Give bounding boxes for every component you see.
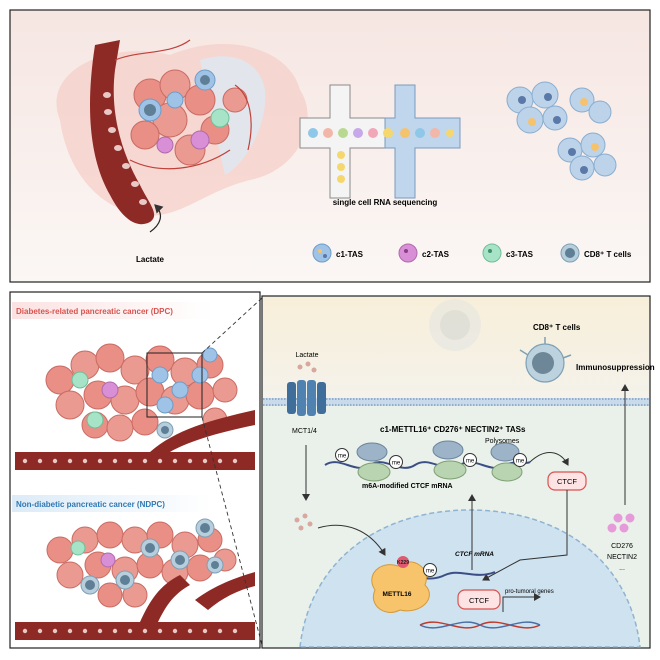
legend-item-c3-tas: c3-TAS bbox=[482, 243, 534, 263]
svg-text:me: me bbox=[466, 459, 475, 465]
mrna-label: m6A-modified CTCF mRNA bbox=[362, 483, 453, 490]
nectin2-label: NECTIN2 bbox=[607, 554, 637, 561]
dpc-label: Diabetes-related pancreatic cancer (DPC) bbox=[16, 307, 173, 316]
cd8-t-cell bbox=[519, 337, 572, 383]
m6a-mark-nuclear: me bbox=[423, 563, 437, 577]
legend-item-c2-tas: c2-TAS bbox=[398, 243, 450, 263]
dpc-label-bg bbox=[12, 302, 212, 319]
lactate-arrow bbox=[149, 204, 164, 233]
blood-vessel bbox=[90, 40, 155, 225]
ctcf-import-arrow bbox=[482, 490, 568, 581]
dpc-vessel-branch bbox=[150, 410, 255, 452]
transcription-arrow bbox=[502, 593, 541, 612]
m6a-mark-4: me bbox=[513, 453, 527, 467]
cd276-label: CD276 bbox=[611, 543, 633, 550]
polysomes-label: Polysomes bbox=[485, 438, 520, 445]
legend-label-c3: c3-TAS bbox=[506, 250, 534, 259]
ndpc-tumor bbox=[46, 518, 237, 608]
legend-item-cd8: CD8⁺ T cells bbox=[560, 243, 632, 263]
ctcf-protein: CTCF bbox=[547, 471, 587, 491]
vessel-cells bbox=[103, 92, 147, 205]
svg-text:me: me bbox=[516, 459, 525, 465]
ndpc-vessel bbox=[15, 622, 255, 640]
dna-strand-2 bbox=[419, 621, 541, 629]
svg-text:me: me bbox=[426, 569, 435, 575]
ribosome-1 bbox=[356, 442, 391, 482]
ndpc-vessel-branch-2 bbox=[195, 572, 255, 610]
ndpc-label: Non-diabetic pancreatic cancer (NDPC) bbox=[16, 500, 165, 509]
ctcf-mrna-label: CTCF mRNA bbox=[455, 551, 494, 558]
lactylation-arrow bbox=[317, 524, 386, 556]
ndpc-vessel-cells bbox=[22, 628, 238, 634]
protumoral-label: pro-tumoral genes bbox=[505, 589, 554, 595]
ribosome-3 bbox=[490, 442, 523, 482]
cell-clusters bbox=[506, 81, 617, 181]
k229-label: K229 bbox=[397, 560, 409, 566]
legend-label-cd8: CD8⁺ T cells bbox=[584, 250, 632, 259]
m6a-mark-2: me bbox=[389, 455, 403, 469]
ndpc-label-bg bbox=[12, 495, 212, 512]
svg-text:me: me bbox=[392, 461, 401, 467]
ribosome-2 bbox=[432, 440, 467, 480]
legend-label-c2: c2-TAS bbox=[422, 250, 450, 259]
cd8-label: CD8⁺ T cells bbox=[533, 323, 581, 332]
ctcf-nuclear-label: CTCF bbox=[469, 596, 489, 605]
ctcf-nuclear: CTCF bbox=[457, 589, 501, 610]
ndpc-vessel-branch bbox=[140, 575, 190, 622]
ghost-t-cell bbox=[429, 299, 481, 351]
translation-arrow bbox=[529, 452, 569, 466]
sequencing-label: single cell RNA sequencing bbox=[333, 198, 438, 207]
mct-label: MCT1/4 bbox=[292, 428, 317, 435]
ctcf-label: CTCF bbox=[557, 477, 577, 486]
svg-text:me: me bbox=[338, 454, 347, 460]
mechanism-lactate-label: Lactate bbox=[296, 352, 319, 359]
legend-label-c1: c1-TAS bbox=[336, 250, 364, 259]
mettl16-protein: METTL16 bbox=[371, 561, 430, 613]
dpc-zoom-box bbox=[146, 352, 203, 418]
lactate-label: Lactate bbox=[136, 255, 165, 264]
m6a-mark-3: me bbox=[463, 453, 477, 467]
m6a-mark-1: me bbox=[335, 448, 349, 462]
tumor-cluster bbox=[130, 69, 248, 166]
mettl16-label: METTL16 bbox=[383, 591, 412, 598]
microfluidic-chip bbox=[299, 84, 461, 199]
tas-label: c1-METTL16⁺ CD276⁺ NECTIN2⁺ TASs bbox=[380, 425, 526, 434]
zoom-line-bottom bbox=[201, 416, 263, 646]
ellipsis-label: ... bbox=[619, 565, 625, 572]
legend-item-c1-tas: c1-TAS bbox=[312, 243, 364, 263]
extracellular-space bbox=[263, 297, 649, 400]
nucleus bbox=[299, 509, 641, 648]
surface-protein-dots bbox=[607, 513, 635, 533]
k229-site: K229 bbox=[397, 556, 409, 568]
lactate-dots-extracellular bbox=[297, 361, 317, 373]
legend: c1-TAS c2-TAS c3-TAS CD8⁺ T cells bbox=[312, 243, 632, 263]
lactate-dots-intracellular bbox=[294, 513, 313, 531]
cell-membrane bbox=[263, 398, 649, 406]
mct-transporter bbox=[287, 380, 326, 416]
immunosuppression-label: Immunosuppression bbox=[576, 363, 655, 372]
dpc-vessel bbox=[15, 452, 255, 470]
dpc-vessel-cells bbox=[22, 458, 238, 464]
